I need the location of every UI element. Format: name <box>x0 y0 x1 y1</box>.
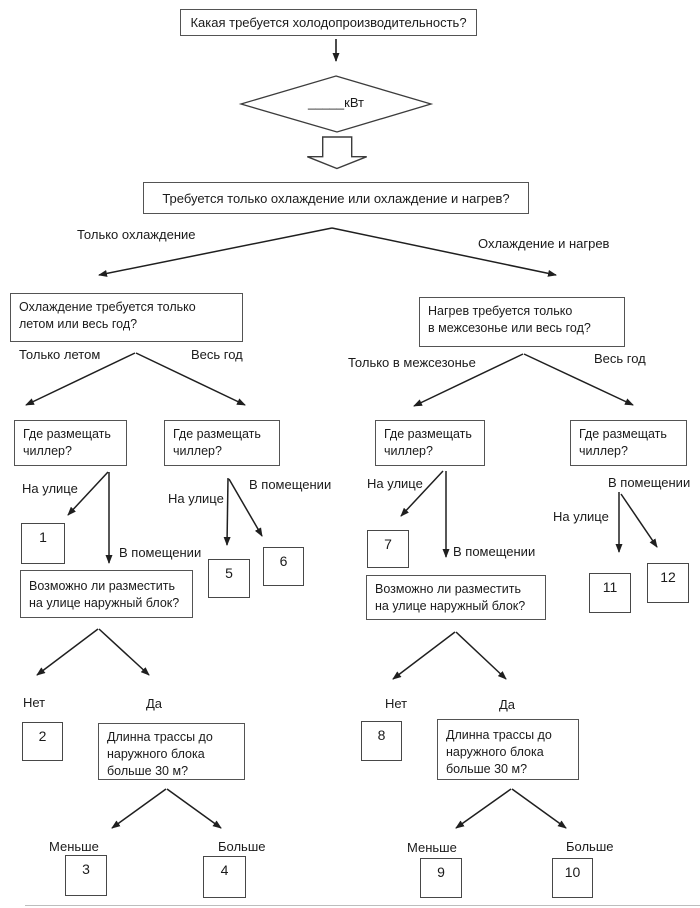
node-line: Где размещать <box>579 427 667 441</box>
node-cooling-when-question: Охлаждение требуется только летом или ве… <box>10 293 243 342</box>
node-line: Возможно ли разместить <box>375 582 521 596</box>
node-line: чиллер? <box>23 444 72 458</box>
arrow-o1-no <box>36 628 99 676</box>
label-all-year-right: Весь год <box>594 351 646 366</box>
result-box-6: 6 <box>263 547 304 586</box>
label-cooling-only: Только охлаждение <box>77 227 196 242</box>
arrow-l2-less <box>455 788 512 829</box>
node-line: Нагрев требуется только <box>428 304 573 318</box>
result-box-4: 4 <box>203 856 246 898</box>
label-offseason-only: Только в межсезонье <box>348 355 476 370</box>
label-less-right: Меньше <box>407 840 457 855</box>
node-where-chiller-3: Где размещать чиллер? <box>375 420 485 466</box>
arrow-mode-cooling-heating <box>331 227 557 277</box>
node-capacity-question: Какая требуется холодопроизводительность… <box>180 9 477 36</box>
label-yes-right: Да <box>499 697 516 712</box>
node-route-length-question-2: Длинна трассы до наружного блока больше … <box>437 719 579 780</box>
node-line: Охлаждение требуется только <box>19 300 196 314</box>
diamond-shape <box>238 75 434 133</box>
arrow-w1-outdoor <box>67 471 109 516</box>
node-line: Где размещать <box>384 427 472 441</box>
arrow-w2-outdoor <box>223 477 231 546</box>
node-kw-value: _____кВт <box>307 95 365 110</box>
node-where-chiller-2: Где размещать чиллер? <box>164 420 280 466</box>
arrow-o2-no <box>392 631 456 680</box>
result-box-3: 3 <box>65 855 107 896</box>
node-outdoor-unit-question-2: Возможно ли разместить на улице наружный… <box>366 575 546 620</box>
node-line: Длинна трассы до <box>446 728 552 742</box>
node-line: больше 30 м? <box>107 764 189 778</box>
label-no-right: Нет <box>385 696 408 711</box>
label-indoor-w3: В помещении <box>453 544 536 559</box>
node-line: чиллер? <box>579 444 628 458</box>
arrow-w4-indoor <box>620 493 658 548</box>
node-line: чиллер? <box>173 444 222 458</box>
node-where-chiller-4: Где размещать чиллер? <box>570 420 687 466</box>
arrow-heating-offseason <box>413 353 524 407</box>
arrow-mode-cooling-only <box>98 227 333 277</box>
result-box-11: 11 <box>589 573 631 613</box>
label-indoor-w4: В помещении <box>608 475 691 490</box>
arrow-cooling-all-year <box>135 352 246 406</box>
node-line: больше 30 м? <box>446 762 528 776</box>
label-no-left: Нет <box>23 695 46 710</box>
result-box-9: 9 <box>420 858 462 898</box>
arrow-w3-outdoor <box>400 470 444 517</box>
result-box-12: 12 <box>647 563 689 603</box>
label-outdoor-w2: На улице <box>168 491 224 506</box>
label-all-year-left: Весь год <box>191 347 243 362</box>
page-bottom-edge <box>25 905 700 906</box>
node-line: чиллер? <box>384 444 433 458</box>
label-yes-left: Да <box>146 696 163 711</box>
result-box-10: 10 <box>552 858 593 898</box>
label-summer-only: Только летом <box>19 347 101 362</box>
label-outdoor-w3: На улице <box>367 476 423 491</box>
label-outdoor-w4: На улице <box>553 509 609 524</box>
label-outdoor-w1: На улице <box>22 481 78 496</box>
arrow-heating-all-year <box>523 353 634 406</box>
node-heating-when-question: Нагрев требуется только в межсезонье или… <box>419 297 625 347</box>
node-line: Где размещать <box>23 427 111 441</box>
arrow-o2-yes <box>455 631 507 680</box>
node-where-chiller-1: Где размещать чиллер? <box>14 420 127 466</box>
node-line: Длинна трассы до <box>107 730 213 744</box>
node-line: в межсезонье или весь год? <box>428 321 591 335</box>
arrow-l1-more <box>166 788 222 829</box>
label-cooling-and-heating: Охлаждение и нагрев <box>478 236 610 251</box>
block-arrow-down <box>307 136 367 170</box>
node-outdoor-unit-question-1: Возможно ли разместить на улице наружный… <box>20 570 193 618</box>
node-route-length-question-1: Длинна трассы до наружного блока больше … <box>98 723 245 780</box>
result-box-8: 8 <box>361 721 402 761</box>
node-line: наружного блока <box>107 747 205 761</box>
result-box-1: 1 <box>21 523 65 564</box>
node-line: на улице наружный блок? <box>375 599 526 613</box>
arrow-cooling-summer-only <box>25 352 136 406</box>
label-indoor-w2: В помещении <box>249 477 332 492</box>
result-box-5: 5 <box>208 559 250 598</box>
node-line: Где размещать <box>173 427 261 441</box>
node-mode-question: Требуется только охлаждение или охлажден… <box>143 182 529 214</box>
node-line: на улице наружный блок? <box>29 596 180 610</box>
node-line: наружного блока <box>446 745 544 759</box>
arrow-l2-more <box>511 788 567 829</box>
arrow-o1-yes <box>98 628 150 676</box>
label-more-left: Больше <box>218 839 266 854</box>
result-box-2: 2 <box>22 722 63 761</box>
node-line: Возможно ли разместить <box>29 579 175 593</box>
label-more-right: Больше <box>566 839 614 854</box>
result-box-7: 7 <box>367 530 409 568</box>
label-less-left: Меньше <box>49 839 99 854</box>
node-line: летом или весь год? <box>19 317 138 331</box>
label-indoor-w1: В помещении <box>119 545 202 560</box>
arrow-l1-less <box>111 788 167 829</box>
arrow-w2-indoor <box>228 478 263 537</box>
